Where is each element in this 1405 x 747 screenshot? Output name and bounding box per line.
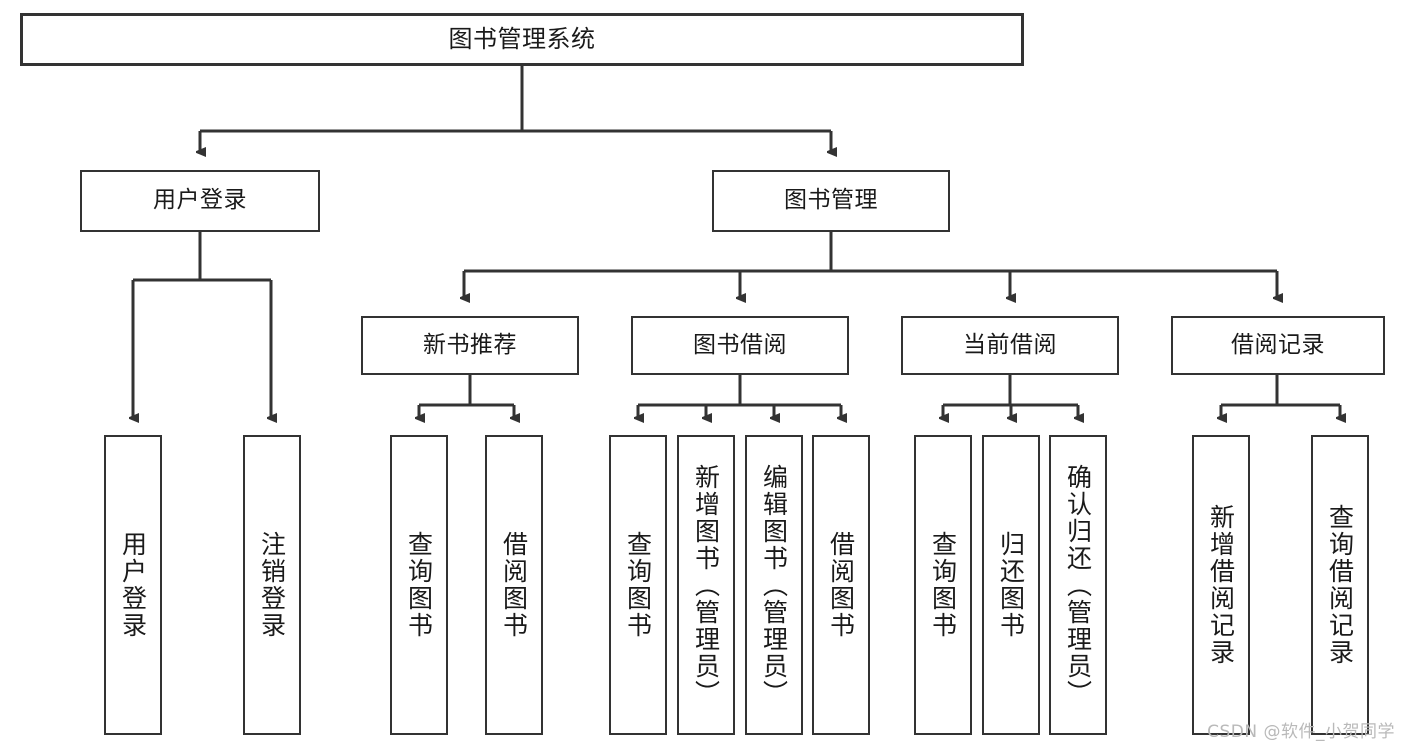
node-leaf-query-book-2[interactable]: 查询图书: [609, 435, 667, 735]
node-leaf-confirm-return-label: 确认归还（管理员）: [1063, 463, 1093, 707]
node-root-label: 图书管理系统: [448, 25, 596, 54]
node-borrow-record-label: 借阅记录: [1231, 331, 1325, 358]
node-leaf-query-book-1[interactable]: 查询图书: [390, 435, 448, 735]
node-new-book-recommend-label: 新书推荐: [423, 331, 517, 358]
node-leaf-user-logout[interactable]: 注销登录: [243, 435, 301, 735]
node-leaf-borrow-book-2[interactable]: 借阅图书: [812, 435, 870, 735]
node-root[interactable]: 图书管理系统: [20, 13, 1024, 66]
node-borrow-record[interactable]: 借阅记录: [1171, 316, 1385, 375]
node-leaf-user-login[interactable]: 用户登录: [104, 435, 162, 735]
node-current-borrow[interactable]: 当前借阅: [901, 316, 1119, 375]
node-user-login[interactable]: 用户登录: [80, 170, 320, 232]
node-leaf-add-record[interactable]: 新增借阅记录: [1192, 435, 1250, 735]
node-leaf-borrow-book-1-label: 借阅图书: [499, 531, 529, 639]
node-book-management[interactable]: 图书管理: [712, 170, 950, 232]
node-leaf-query-book-3-label: 查询图书: [928, 531, 958, 639]
node-leaf-add-book[interactable]: 新增图书（管理员）: [677, 435, 735, 735]
node-leaf-confirm-return[interactable]: 确认归还（管理员）: [1049, 435, 1107, 735]
node-leaf-user-logout-label: 注销登录: [257, 531, 287, 639]
node-leaf-edit-book-label: 编辑图书（管理员）: [759, 463, 789, 707]
node-leaf-borrow-book-1[interactable]: 借阅图书: [485, 435, 543, 735]
node-book-borrow[interactable]: 图书借阅: [631, 316, 849, 375]
node-leaf-edit-book[interactable]: 编辑图书（管理员）: [745, 435, 803, 735]
node-new-book-recommend[interactable]: 新书推荐: [361, 316, 579, 375]
csdn-watermark: CSDN @软件_小贺同学: [1207, 722, 1395, 742]
node-leaf-query-book-2-label: 查询图书: [623, 531, 653, 639]
node-leaf-add-book-label: 新增图书（管理员）: [691, 463, 721, 707]
node-leaf-query-record[interactable]: 查询借阅记录: [1311, 435, 1369, 735]
node-book-management-label: 图书管理: [784, 187, 878, 214]
node-leaf-user-login-label: 用户登录: [118, 531, 148, 639]
node-book-borrow-label: 图书借阅: [693, 331, 787, 358]
node-leaf-borrow-book-2-label: 借阅图书: [826, 531, 856, 639]
node-user-login-label: 用户登录: [153, 187, 247, 214]
node-leaf-return-book[interactable]: 归还图书: [982, 435, 1040, 735]
node-leaf-query-book-3[interactable]: 查询图书: [914, 435, 972, 735]
node-current-borrow-label: 当前借阅: [963, 331, 1057, 358]
node-leaf-query-book-1-label: 查询图书: [404, 531, 434, 639]
node-leaf-add-record-label: 新增借阅记录: [1206, 504, 1236, 666]
node-leaf-query-record-label: 查询借阅记录: [1325, 504, 1355, 666]
node-leaf-return-book-label: 归还图书: [996, 531, 1026, 639]
